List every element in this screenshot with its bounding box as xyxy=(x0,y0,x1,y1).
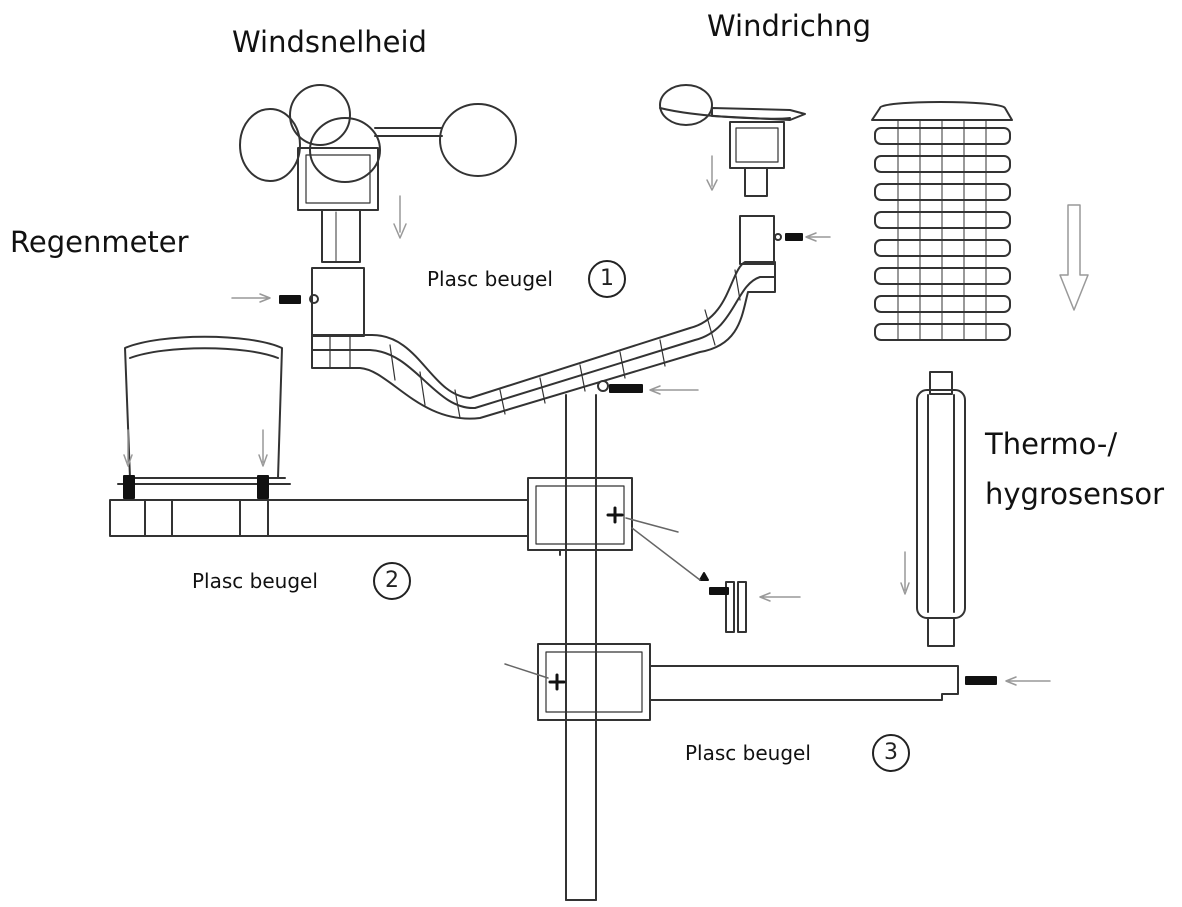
anemometer-sensor xyxy=(239,84,517,263)
label-windsnelheid: Windsnelheid xyxy=(232,25,427,59)
wind-vane-sensor xyxy=(659,84,806,197)
radiation-shield xyxy=(871,101,1013,341)
assembly-arrows xyxy=(123,155,1089,686)
screw-washer xyxy=(597,380,609,392)
label-bracket-2: Plasc beugel xyxy=(192,569,318,593)
key-leaders xyxy=(504,517,701,679)
mast-pole xyxy=(565,394,597,901)
label-bracket-3: Plasc beugel xyxy=(685,741,811,765)
bracket-3-arm xyxy=(537,643,959,721)
screws xyxy=(123,233,997,685)
plus-marks xyxy=(548,506,624,691)
bracket-2-arm xyxy=(109,477,633,556)
label-bracket-1: Plasc beugel xyxy=(427,267,553,291)
number-3-circle: 3 xyxy=(872,734,910,772)
thermo-hygro-sensor xyxy=(916,371,966,647)
label-windrichting: Windrichng xyxy=(707,9,871,43)
label-thermo-line1: Thermo-/ xyxy=(985,427,1118,461)
label-thermo-line2: hygrosensor xyxy=(985,477,1165,511)
bracket-1-arm xyxy=(309,215,782,420)
number-1-circle: 1 xyxy=(588,260,626,298)
label-regenmeter: Regenmeter xyxy=(10,225,189,259)
number-2-circle: 2 xyxy=(373,562,411,600)
clamp-bolt xyxy=(725,581,747,633)
